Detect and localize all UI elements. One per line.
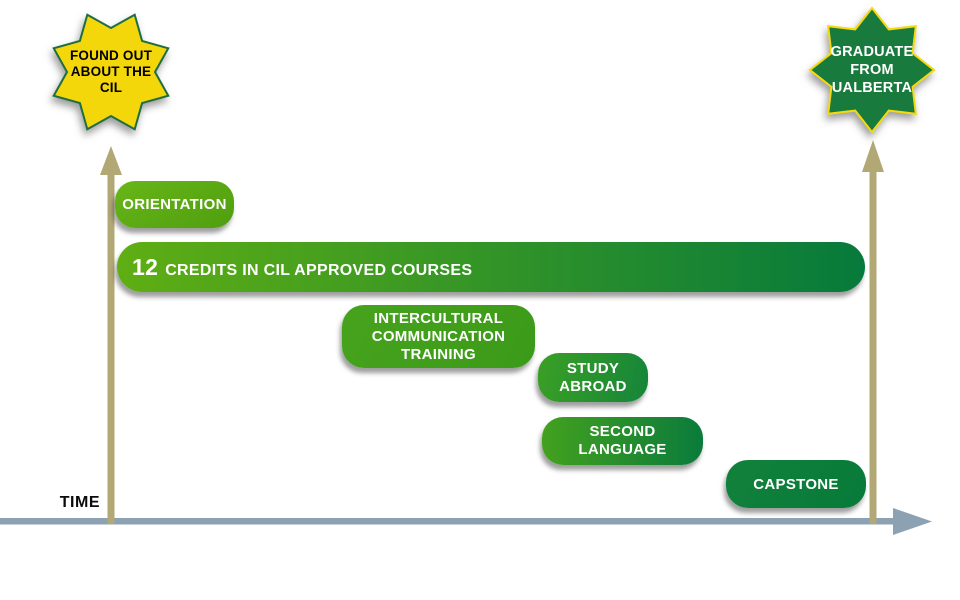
credits-number: 12 — [132, 254, 159, 280]
end-star-label: GRADUATE FROM UALBERTA — [807, 5, 937, 135]
start-star-label: FOUND OUT ABOUT THE CIL — [46, 7, 176, 137]
time-axis-label: TIME — [59, 494, 100, 511]
milestone-label-line: INTERCULTURAL — [373, 309, 504, 327]
milestone-label: ORIENTATION — [122, 196, 227, 213]
end-star: GRADUATE FROM UALBERTA — [807, 5, 937, 135]
milestone-capstone: CAPSTONE — [726, 460, 866, 508]
start-star-line: ABOUT THE — [70, 64, 152, 79]
milestone-label-line: SECOND — [589, 423, 656, 440]
end-vertical-arrow — [862, 140, 884, 524]
milestone-cil-credits-bar: 12 CREDITS IN CIL APPROVED COURSES — [117, 242, 865, 292]
milestone-label-line: COMMUNICATION — [371, 327, 506, 345]
start-star-line: FOUND OUT — [69, 48, 153, 63]
milestone-label-line: ABROAD — [559, 377, 627, 395]
end-star-line: UALBERTA — [831, 80, 913, 96]
milestone-second-language: SECOND LANGUAGE — [542, 417, 703, 465]
end-star-line: FROM — [850, 62, 894, 78]
credits-text: CREDITS IN CIL APPROVED COURSES — [165, 262, 473, 279]
start-star-line: CIL — [99, 80, 123, 95]
milestone-study-abroad: STUDY ABROAD — [538, 353, 648, 402]
start-star: FOUND OUT ABOUT THE CIL — [46, 7, 176, 137]
milestone-orientation: ORIENTATION — [115, 181, 234, 228]
milestone-label: CAPSTONE — [753, 475, 839, 493]
starburst-icon — [52, 13, 170, 131]
milestone-label-line: TRAINING — [401, 345, 476, 363]
milestone-label-line: STUDY — [566, 359, 620, 377]
milestone-label-line: LANGUAGE — [578, 441, 667, 458]
end-star-line: GRADUATE — [830, 44, 914, 60]
starburst-icon — [808, 6, 936, 134]
start-vertical-arrow — [100, 146, 122, 524]
milestone-intercultural-communication-training: INTERCULTURAL COMMUNICATION TRAINING — [342, 305, 535, 368]
time-axis-arrow — [0, 508, 932, 535]
